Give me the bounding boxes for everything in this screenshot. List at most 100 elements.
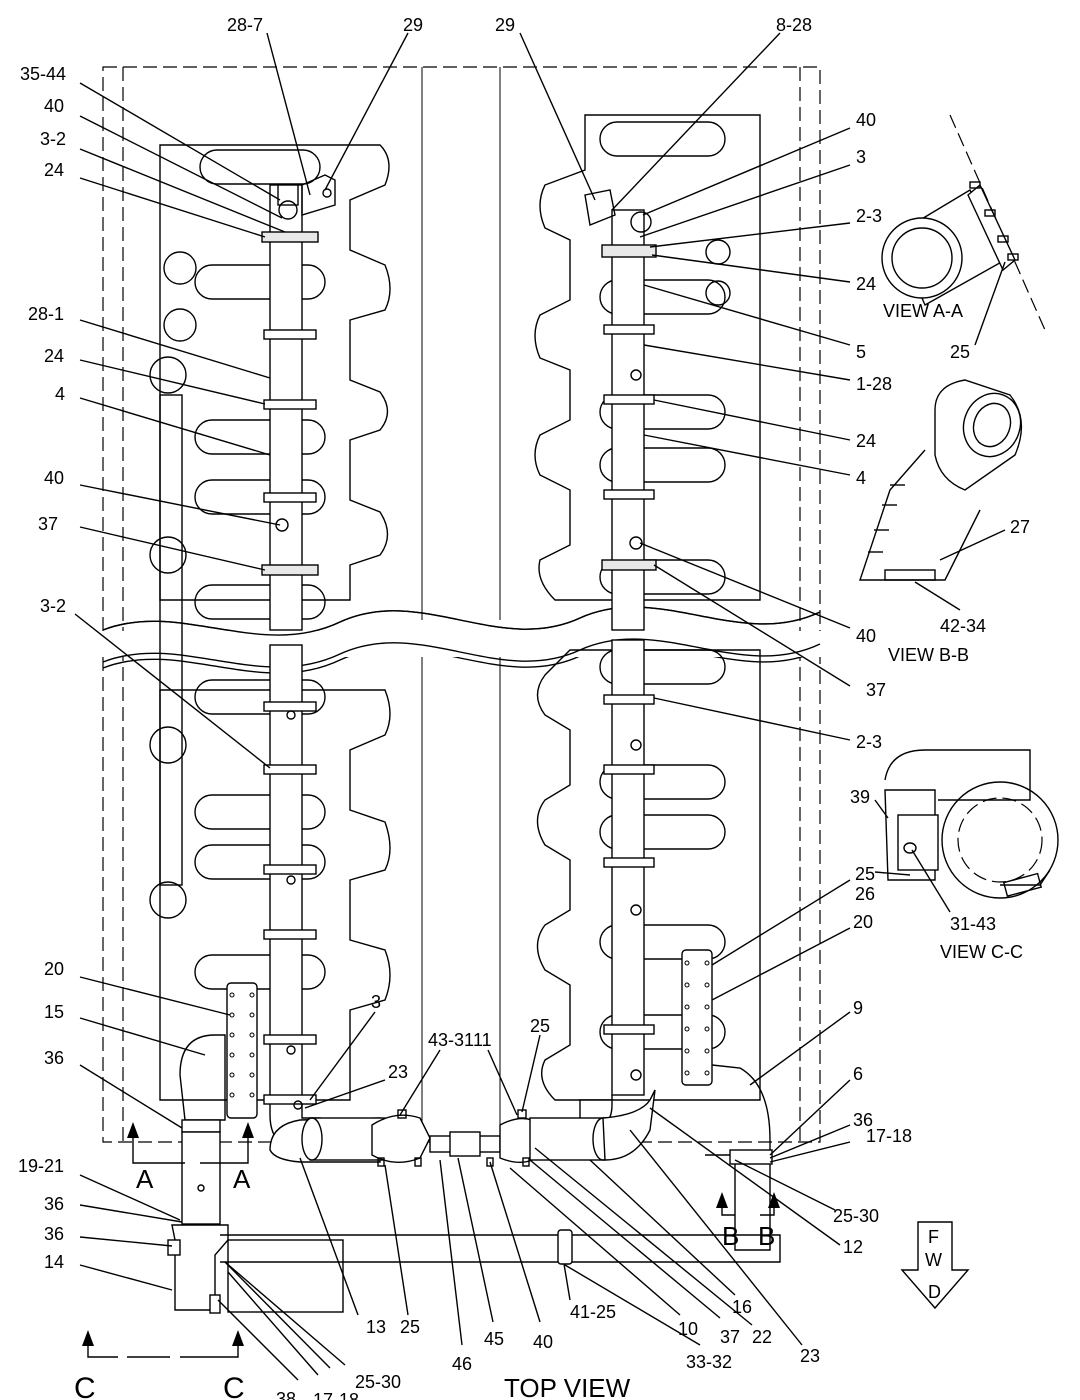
- callout-17-18-right: 17-18: [866, 1126, 912, 1146]
- callout-36-left-mid: 36: [44, 1194, 64, 1214]
- callout-38: 38: [276, 1389, 296, 1400]
- callout-41-25: 41-25: [570, 1302, 616, 1322]
- callout-23-left: 23: [388, 1062, 408, 1082]
- view-aa-title: VIEW A-A: [883, 301, 963, 321]
- callout-36-left-top: 36: [44, 1048, 64, 1068]
- callout-labels: 28-7 29 29 8-28 35-44 40 3-2 24 28-1 24 …: [18, 15, 1030, 1400]
- callout-39: 39: [850, 787, 870, 807]
- section-c-right-letter: C: [223, 1372, 245, 1400]
- callout-26: 26: [855, 884, 875, 904]
- callout-40-top-right: 40: [856, 110, 876, 130]
- right-gasket-holes: [684, 960, 710, 1076]
- view-bb-detail: [859, 379, 1023, 581]
- callout-10: 10: [678, 1319, 698, 1339]
- callout-24-top-left: 24: [44, 160, 64, 180]
- callout-2-3-mid-right: 2-3: [856, 732, 882, 752]
- bottom-frame: [220, 1229, 781, 1313]
- callout-40-bottom: 40: [533, 1332, 553, 1352]
- callout-36-left-low: 36: [44, 1224, 64, 1244]
- callout-8-28: 8-28: [776, 15, 812, 35]
- callout-4-left: 4: [55, 384, 65, 404]
- section-b-right-letter: B: [758, 1221, 775, 1251]
- callout-3-2-mid: 3-2: [40, 596, 66, 616]
- callout-23-bottom: 23: [800, 1346, 820, 1366]
- callout-40-mid-left: 40: [44, 468, 64, 488]
- callout-4-right: 4: [856, 468, 866, 488]
- left-clamps: [261, 231, 319, 1105]
- callout-1-28: 1-28: [856, 374, 892, 394]
- view-cc-detail: [884, 749, 1059, 899]
- left-manifold: [261, 174, 336, 1151]
- view-aa-detail: [881, 114, 1046, 331]
- callout-24-mid-left: 24: [44, 346, 64, 366]
- callout-19-21: 19-21: [18, 1156, 64, 1176]
- left-outlet: [167, 982, 258, 1314]
- left-end-caps: [149, 251, 197, 919]
- callout-6: 6: [853, 1064, 863, 1084]
- callout-25-view-aa: 25: [950, 342, 970, 362]
- left-rocker-covers: [194, 149, 326, 990]
- callout-31-43: 31-43: [950, 914, 996, 934]
- callout-25-bottom-mid: 25: [530, 1016, 550, 1036]
- callout-29-left: 29: [403, 15, 423, 35]
- callout-12: 12: [843, 1237, 863, 1257]
- view-titles: VIEW A-A VIEW B-B VIEW C-C TOP VIEW A A …: [74, 301, 1023, 1400]
- callout-37-bottom: 37: [720, 1327, 740, 1347]
- leader-lines: [74, 32, 1006, 1381]
- callout-25-bottom: 25: [400, 1317, 420, 1337]
- callout-29-right: 29: [495, 15, 515, 35]
- section-c-marker: [82, 1330, 244, 1358]
- callout-14: 14: [44, 1252, 64, 1272]
- callout-22: 22: [752, 1327, 772, 1347]
- callout-24-top-right: 24: [856, 274, 876, 294]
- callout-37-mid-right: 37: [866, 680, 886, 700]
- callout-20-right: 20: [853, 912, 873, 932]
- callout-3-top-right: 3: [856, 147, 866, 167]
- callout-15: 15: [44, 1002, 64, 1022]
- callout-2-3-top-right: 2-3: [856, 206, 882, 226]
- section-b-marker: [716, 1192, 780, 1216]
- callout-35-44: 35-44: [20, 64, 66, 84]
- callout-20-left: 20: [44, 959, 64, 979]
- callout-28-7: 28-7: [227, 15, 263, 35]
- callout-5: 5: [856, 342, 866, 362]
- callout-27: 27: [1010, 517, 1030, 537]
- callout-37-left: 37: [38, 514, 58, 534]
- callout-42-34: 42-34: [940, 616, 986, 636]
- callout-17-18-left: 17-18: [313, 1390, 359, 1400]
- callout-40-top-left: 40: [44, 96, 64, 116]
- callout-36-right: 36: [853, 1110, 873, 1130]
- callout-28-1: 28-1: [28, 304, 64, 324]
- callout-13: 13: [366, 1317, 386, 1337]
- callout-25-cc: 25: [855, 864, 875, 884]
- callout-9: 9: [853, 998, 863, 1018]
- right-clamps: [601, 244, 657, 1035]
- callout-40-mid-right: 40: [856, 626, 876, 646]
- forward-arrow-icon: [900, 1221, 970, 1310]
- fwd-letter-f: F: [928, 1227, 939, 1247]
- section-a-right-letter: A: [233, 1164, 251, 1194]
- callout-43-31: 43-31: [428, 1030, 474, 1050]
- crossover-bolts: [377, 1109, 530, 1167]
- view-cc-title: VIEW C-C: [940, 942, 1023, 962]
- callout-46: 46: [452, 1354, 472, 1374]
- right-manifold: [579, 189, 657, 1133]
- callout-25-30-right: 25-30: [833, 1206, 879, 1226]
- top-view-title: TOP VIEW: [504, 1373, 631, 1400]
- callout-11: 11: [473, 1030, 492, 1050]
- callout-33-32: 33-32: [686, 1352, 732, 1372]
- callout-3-2-top: 3-2: [40, 129, 66, 149]
- crossover-pipe: [269, 1089, 656, 1167]
- view-bb-title: VIEW B-B: [888, 645, 969, 665]
- section-c-left-letter: C: [74, 1372, 96, 1400]
- callout-25-30-left: 25-30: [355, 1372, 401, 1392]
- fwd-letter-d: D: [928, 1282, 941, 1302]
- section-b-left-letter: B: [722, 1221, 739, 1251]
- callout-3-bottom: 3: [371, 992, 381, 1012]
- engine-outline: [95, 66, 830, 1143]
- callout-45: 45: [484, 1329, 504, 1349]
- section-a-left-letter: A: [136, 1164, 154, 1194]
- callout-24-mid-right: 24: [856, 431, 876, 451]
